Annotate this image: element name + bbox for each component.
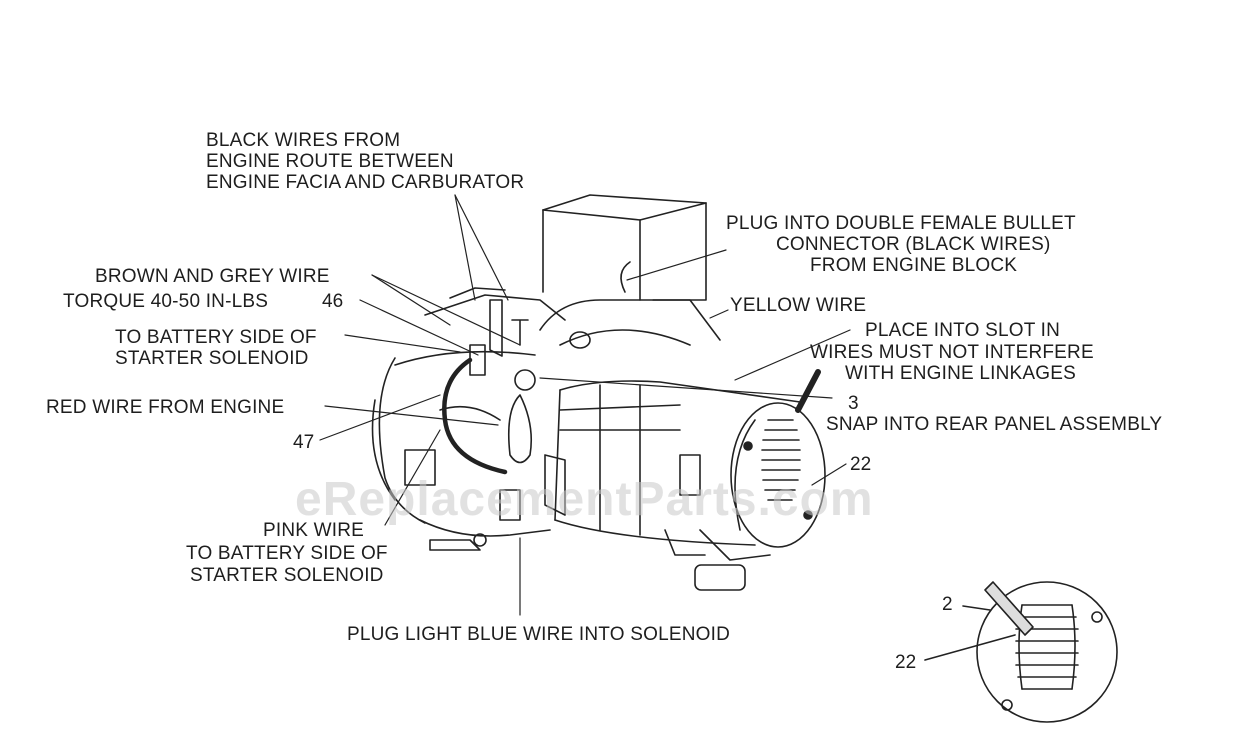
label-battery-top-1: TO BATTERY SIDE OF xyxy=(115,327,317,348)
watermark: eReplacementParts.com xyxy=(295,473,874,526)
battery-wire xyxy=(444,360,505,472)
label-battery-bottom-2: STARTER SOLENOID xyxy=(190,565,384,586)
part-number-22: 22 xyxy=(850,454,872,475)
detail-part-number-2: 2 xyxy=(942,594,953,615)
label-torque: TORQUE 40-50 IN-LBS xyxy=(63,291,269,312)
part-number-3: 3 xyxy=(848,393,859,414)
label-pink-wire: PINK WIRE xyxy=(263,520,365,541)
label-plug-bullet-1: PLUG INTO DOUBLE FEMALE BULLET xyxy=(726,213,1076,234)
label-black-wires-2: ENGINE ROUTE BETWEEN xyxy=(206,151,454,172)
label-yellow-wire: YELLOW WIRE xyxy=(730,295,867,316)
detail-part-number-22: 22 xyxy=(895,652,917,673)
label-battery-bottom-1: TO BATTERY SIDE OF xyxy=(186,543,388,564)
part-number-47: 47 xyxy=(293,432,315,453)
leader-lines xyxy=(320,195,850,615)
part-number-46: 46 xyxy=(322,291,344,312)
rear-end-cap xyxy=(731,403,825,547)
label-plug-bullet-2: CONNECTOR (BLACK WIRES) xyxy=(776,234,1051,255)
air-filter-housing xyxy=(543,195,706,300)
alternator-housing xyxy=(545,381,800,590)
label-slot-2: WIRES MUST NOT INTERFERE xyxy=(810,342,1094,363)
label-black-wires-1: BLACK WIRES FROM xyxy=(206,130,401,151)
label-slot-1: PLACE INTO SLOT IN xyxy=(865,320,1061,341)
label-plug-bullet-3: FROM ENGINE BLOCK xyxy=(810,255,1018,276)
label-black-wires-3: ENGINE FACIA AND CARBURATOR xyxy=(206,172,525,193)
label-slot-3: WITH ENGINE LINKAGES xyxy=(845,363,1076,384)
detail-inset xyxy=(925,582,1117,722)
label-battery-top-2: STARTER SOLENOID xyxy=(115,348,309,369)
label-light-blue-wire: PLUG LIGHT BLUE WIRE INTO SOLENOID xyxy=(347,624,731,645)
label-red-wire: RED WIRE FROM ENGINE xyxy=(46,397,285,418)
label-brown-grey-wire: BROWN AND GREY WIRE xyxy=(95,266,330,287)
label-snap-rear-panel: SNAP INTO REAR PANEL ASSEMBLY xyxy=(826,414,1163,435)
